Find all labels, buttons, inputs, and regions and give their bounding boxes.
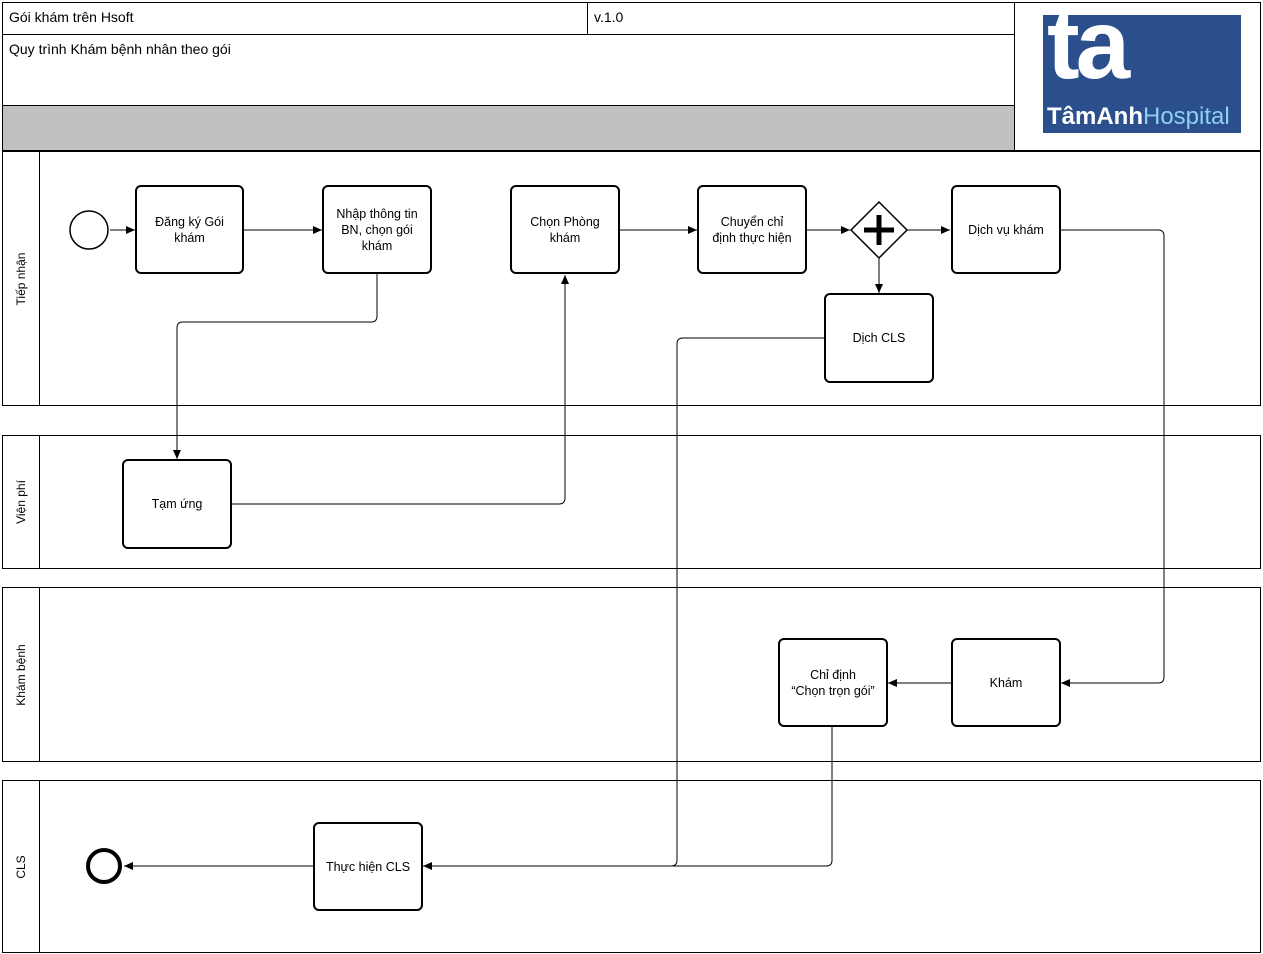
task-tam-ung[interactable]: Tạm ứng bbox=[122, 459, 232, 549]
task-dang-ky-goi-kham[interactable]: Đăng ký Gói khám bbox=[135, 185, 244, 274]
task-label: Dịch vụ khám bbox=[968, 222, 1044, 237]
hospital-logo: ta TâmAnhHospital bbox=[1043, 15, 1241, 133]
flow-nhap-to-tam-ung bbox=[173, 274, 378, 459]
version-text: v.1.0 bbox=[594, 9, 624, 25]
document-title-text: Gói khám trên Hsoft bbox=[9, 9, 134, 25]
task-chuyen-chi-dinh[interactable]: Chuyển chỉ định thực hiện bbox=[697, 185, 807, 274]
lane-label-vien-phi: Viện phí bbox=[3, 436, 40, 568]
start-event bbox=[69, 210, 109, 250]
lane-label-tiep-nhan: Tiếp nhận bbox=[3, 152, 40, 405]
task-label: Nhập thông tin BN, chọn gói khám bbox=[336, 206, 418, 253]
logo-mark: ta bbox=[1047, 15, 1130, 99]
task-thuc-hien-cls[interactable]: Thực hiện CLS bbox=[313, 822, 423, 911]
task-nhap-thong-tin[interactable]: Nhập thông tin BN, chọn gói khám bbox=[322, 185, 432, 274]
task-kham[interactable]: Khám bbox=[951, 638, 1061, 727]
logo-name-bold: TâmAnh bbox=[1047, 103, 1143, 130]
task-label: Đăng ký Gói khám bbox=[155, 214, 224, 245]
task-label: Chuyển chỉ định thực hiện bbox=[712, 214, 792, 245]
process-subtitle-text: Quy trình Khám bệnh nhân theo gói bbox=[9, 41, 231, 57]
lane-label-kham-benh: Khám bệnh bbox=[3, 588, 40, 761]
flow-chi-dinh-to-thuc-hien bbox=[423, 727, 833, 867]
task-label: Thực hiện CLS bbox=[325, 859, 411, 874]
logo-cell: ta TâmAnhHospital bbox=[1014, 2, 1261, 151]
task-label: Dịch CLS bbox=[852, 331, 906, 345]
document-title: Gói khám trên Hsoft bbox=[2, 2, 588, 35]
task-label: Khám bbox=[989, 675, 1023, 690]
logo-name-light: Hospital bbox=[1143, 103, 1230, 130]
plus-icon bbox=[864, 215, 894, 245]
flow-dich-vu-to-kham bbox=[1060, 229, 1165, 687]
logo-wordmark: TâmAnhHospital bbox=[1047, 103, 1230, 131]
task-chon-phong-kham[interactable]: Chọn Phòng khám bbox=[510, 185, 620, 274]
header-gray-bar bbox=[2, 105, 1015, 151]
lane-label-cls: CLS bbox=[3, 781, 40, 952]
task-dich-vu-kham[interactable]: Dịch vụ khám bbox=[951, 185, 1061, 274]
flow-tam-ung-to-chon-phong bbox=[231, 275, 569, 505]
flow-dich-cls-to-thuc-hien bbox=[423, 337, 824, 870]
task-label: Tạm ứng bbox=[151, 497, 203, 511]
process-subtitle: Quy trình Khám bệnh nhân theo gói bbox=[2, 34, 1015, 106]
task-chi-dinh-tron-goi[interactable]: Chỉ định “Chọn trọn gói” bbox=[778, 638, 888, 727]
task-dich-cls[interactable]: Dịch CLS bbox=[824, 293, 934, 383]
end-event bbox=[86, 848, 122, 884]
parallel-gateway bbox=[849, 200, 909, 260]
task-label: Chỉ định “Chọn trọn gói” bbox=[791, 667, 875, 698]
task-label: Chọn Phòng khám bbox=[530, 214, 600, 245]
